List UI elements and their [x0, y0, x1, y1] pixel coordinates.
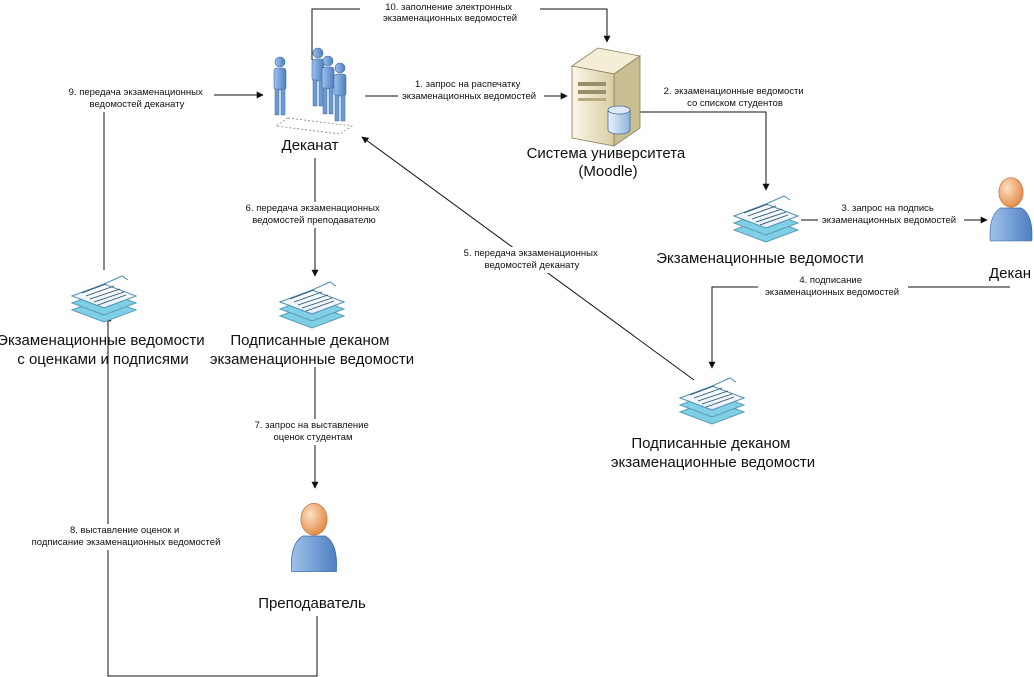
dekan-node: Декан [989, 177, 1033, 282]
graded-label: Экзаменационные ведомости с оценками и п… [0, 332, 209, 368]
edge-9-line [103, 91, 264, 270]
exam-sheets-label: Экзаменационные ведомости [656, 250, 864, 267]
edge-1-label: 1. запрос на распечатку экзаменационных … [402, 79, 536, 102]
document-stack-icon [71, 275, 137, 323]
edge-7-label: 7. запрос на выставление оценок студента… [255, 420, 372, 443]
signed-right-label: Подписанные деканом экзаменационные ведо… [611, 435, 815, 471]
edge-9-label: 9. передача экзаменационных ведомостей д… [69, 87, 206, 110]
graded-node: Экзаменационные ведомости с оценками и п… [0, 275, 209, 368]
edge-4-label: 4. подписание экзаменационных ведомостей [765, 275, 899, 298]
signed-right-node: Подписанные деканом экзаменационные ведо… [611, 377, 815, 471]
person-icon [290, 502, 338, 572]
document-stack-icon [679, 377, 745, 425]
edge-10-label: 10. заполнение электронных экзаменационн… [383, 2, 517, 24]
dekan-label: Декан [989, 265, 1031, 282]
edge-2-line [600, 111, 770, 191]
system-label: Система университета (Moodle) [527, 145, 690, 180]
edge-6-label: 6. передача экзаменационных ведомостей п… [246, 203, 383, 226]
dekanat-node: Деканат [273, 47, 353, 154]
people-group-icon [273, 47, 353, 135]
edge-8-label: 8. выставление оценок и подписание экзам… [32, 525, 221, 548]
person-icon [989, 177, 1033, 242]
database-icon [607, 105, 631, 135]
teacher-label: Преподаватель [258, 595, 366, 612]
signed-mid-node: Подписанные деканом экзаменационные ведо… [210, 281, 414, 368]
edge-5-label: 5. передача экзаменационных ведомостей д… [464, 248, 601, 271]
document-stack-icon [279, 281, 345, 329]
edge-3-label: 3. запрос на подпись экзаменационных вед… [822, 203, 956, 226]
exam-sheets-node: Экзаменационные ведомости [656, 195, 864, 267]
edge-8-line [104, 314, 318, 677]
document-stack-icon [733, 195, 799, 243]
signed-mid-label: Подписанные деканом экзаменационные ведо… [210, 332, 414, 368]
edge-labels: 1. запрос на распечатку экзаменационных … [32, 1, 964, 550]
edge-2-label: 2. экзаменационные ведомости со списком … [664, 86, 807, 109]
teacher-node: Преподаватель [258, 502, 366, 612]
edge-4-line [708, 286, 1010, 369]
dekanat-label: Деканат [282, 137, 339, 154]
server-icon [570, 47, 642, 147]
system-node: Система университета (Moodle) [527, 47, 690, 180]
